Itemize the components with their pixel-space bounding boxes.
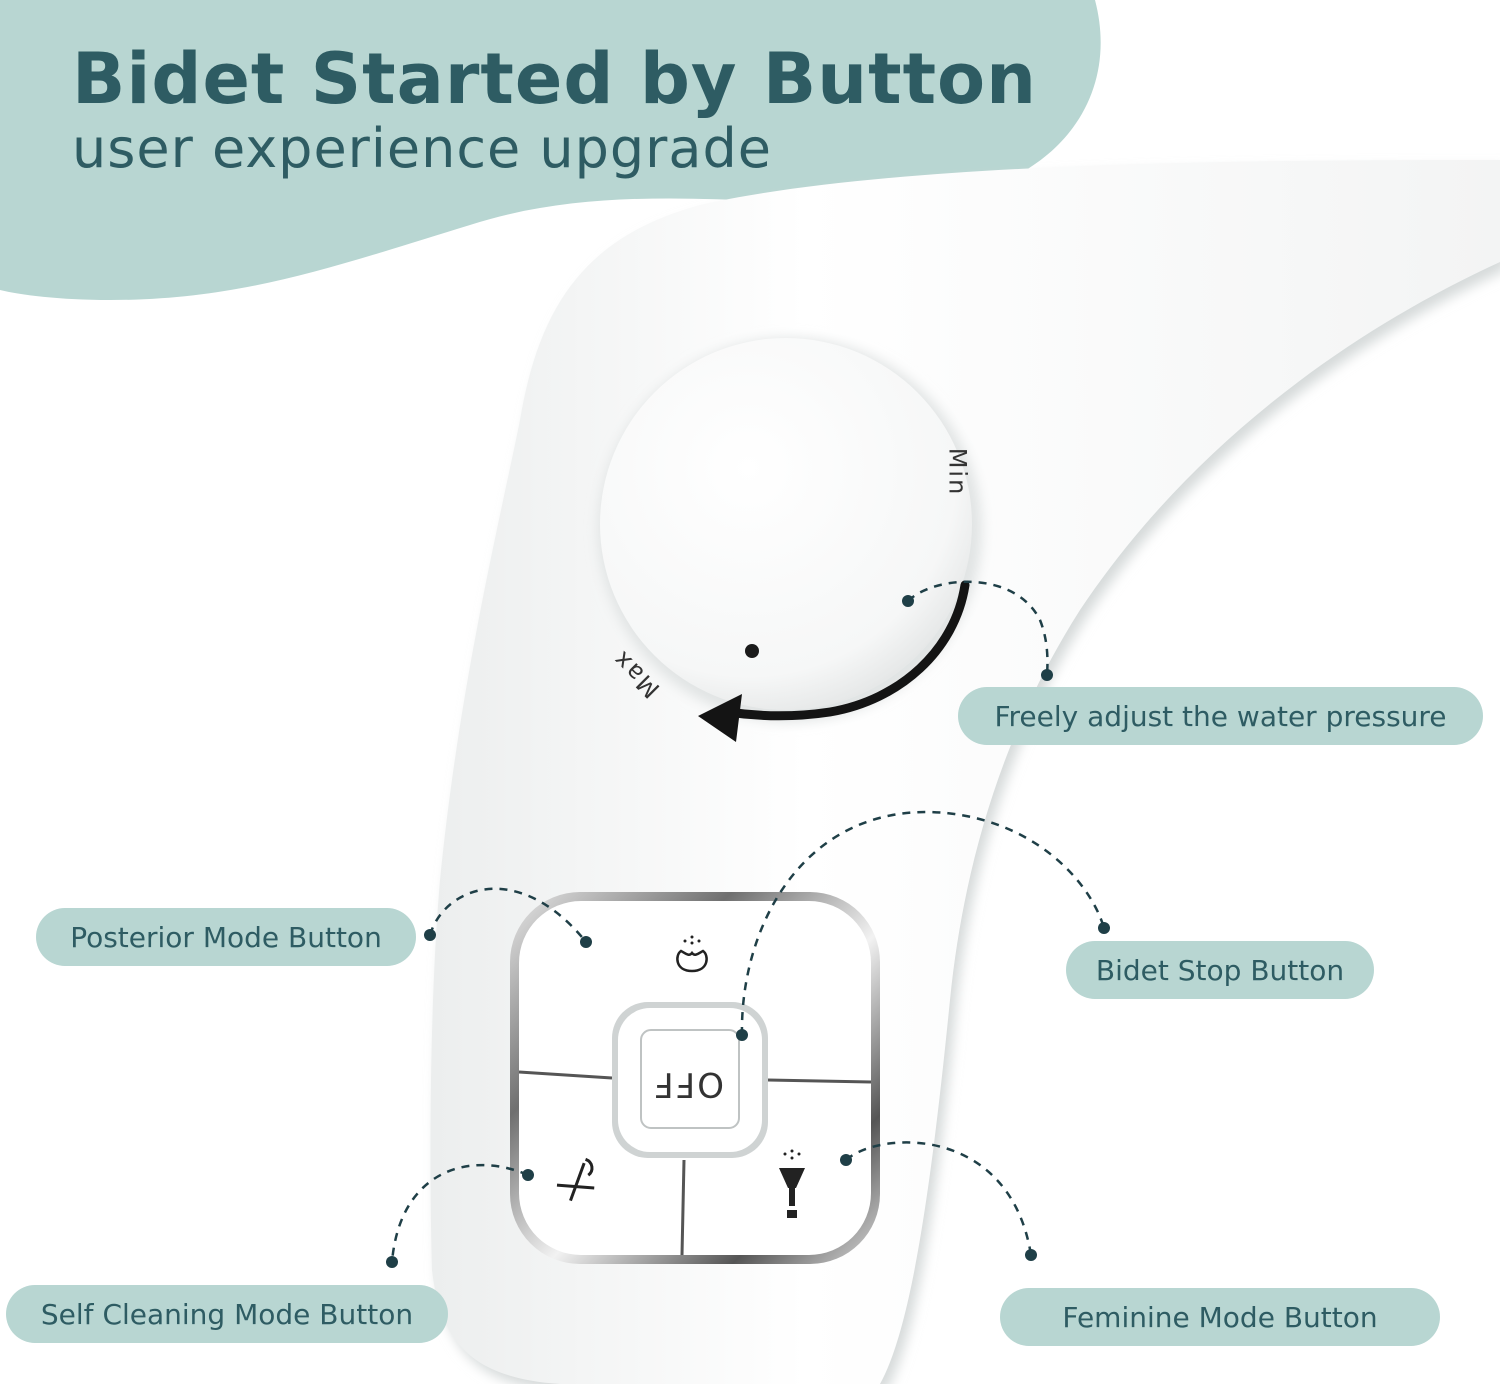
page-title: Bidet Started by Button <box>72 38 1037 120</box>
off-button[interactable] <box>618 1008 762 1152</box>
callout-posterior-mode: Posterior Mode Button <box>36 908 416 966</box>
dial-min-label: Min <box>943 447 972 497</box>
callout-water-pressure: Freely adjust the water pressure <box>958 687 1483 745</box>
header-blob <box>0 0 1101 300</box>
rotation-arrow-icon <box>698 580 970 742</box>
callout-feminine-mode: Feminine Mode Button <box>1000 1288 1440 1346</box>
knob-indicator-dot <box>745 644 759 658</box>
callout-dots <box>386 595 1110 1268</box>
callout-connectors <box>390 580 1106 1263</box>
page-subtitle: user experience upgrade <box>72 117 772 180</box>
off-button-label[interactable]: OFF <box>652 1064 724 1104</box>
callout-bidet-stop: Bidet Stop Button <box>1066 941 1374 999</box>
pressure-knob[interactable] <box>598 338 982 722</box>
feminine-spray-icon[interactable] <box>762 1146 822 1226</box>
nozzle-clean-icon[interactable] <box>540 1142 617 1219</box>
posterior-spray-icon[interactable] <box>662 926 722 986</box>
callout-self-cleaning-mode: Self Cleaning Mode Button <box>6 1285 448 1343</box>
